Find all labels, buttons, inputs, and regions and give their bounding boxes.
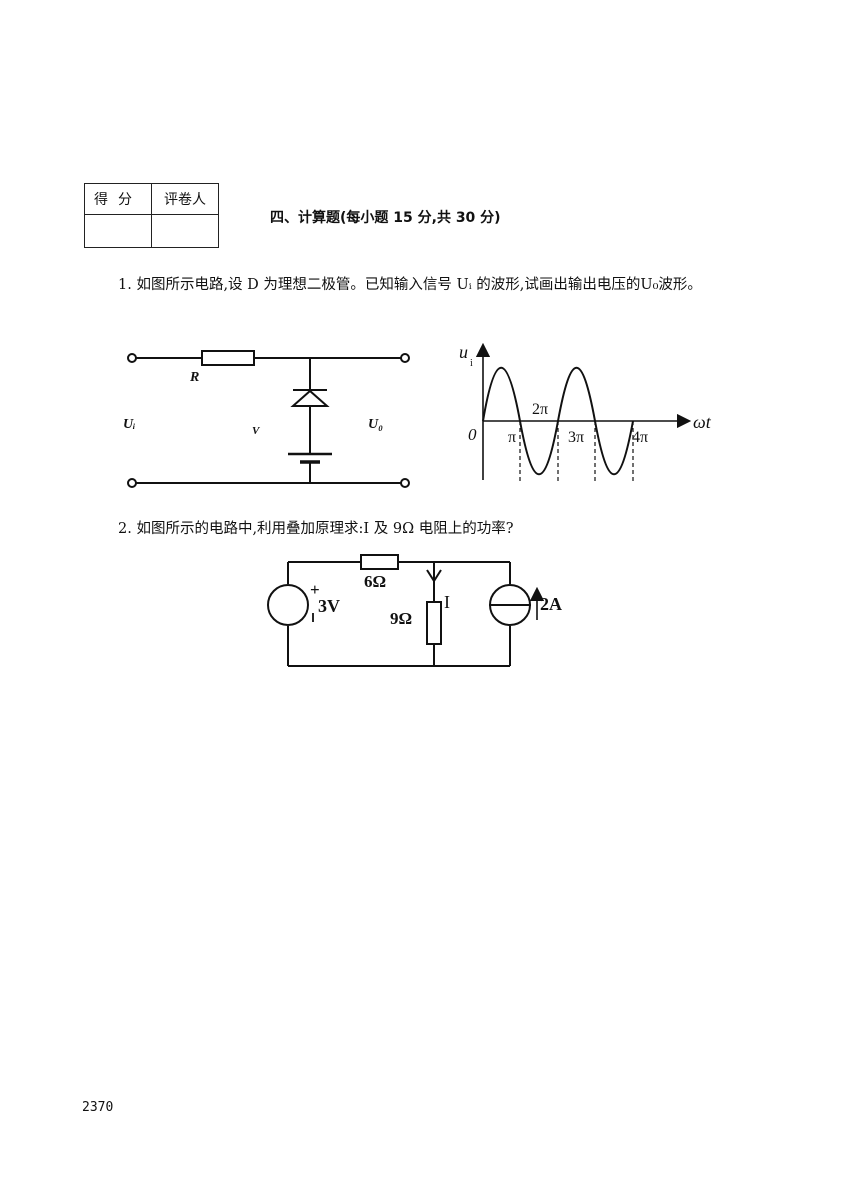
tick-label-pi: π — [508, 429, 516, 446]
grader-cell[interactable] — [151, 214, 219, 248]
tick-label-4pi: 4π — [632, 429, 648, 446]
y-axis-label: u — [459, 342, 468, 362]
current-source-label: 2A — [540, 594, 562, 614]
plus-sign: + — [310, 580, 320, 599]
tick-label-3pi: 3π — [568, 429, 584, 446]
score-cell[interactable] — [84, 214, 152, 248]
input-waveform-plot: u i 0 π 2π 3π 4π ωt — [459, 342, 712, 483]
x-axis-label: ωt — [693, 412, 712, 432]
score-table: 得分 评卷人 — [84, 183, 219, 248]
page-number: 2370 — [82, 1100, 114, 1115]
input-voltage-label: Uᵢ — [123, 417, 135, 432]
resistor-r-label: R — [189, 370, 199, 385]
tick-label-2pi: 2π — [532, 401, 548, 418]
superposition-circuit-diagram: 6Ω 9Ω I + 3V 2A — [267, 554, 562, 667]
score-header: 得分 — [84, 183, 152, 215]
diode-circuit-diagram: R Uᵢ V U₀ — [123, 350, 410, 488]
output-voltage-label: U₀ — [368, 417, 383, 432]
current-i-label: I — [444, 592, 450, 612]
resistor-9-ohm-label: 9Ω — [390, 609, 412, 628]
voltage-source-label: 3V — [318, 596, 340, 616]
y-axis-subscript: i — [470, 358, 473, 369]
origin-label: 0 — [468, 425, 477, 444]
diode-label: V — [252, 425, 261, 437]
question-1-text: 1. 如图所示电路,设 D 为理想二极管。已知输入信号 Uᵢ 的波形,试画出输出… — [118, 277, 702, 293]
current-direction-arrow — [426, 569, 442, 583]
grader-header: 评卷人 — [151, 183, 219, 215]
question-2-text: 2. 如图所示的电路中,利用叠加原理求:I 及 9Ω 电阻上的功率? — [118, 521, 514, 537]
resistor-6-ohm-label: 6Ω — [364, 572, 386, 591]
section-title: 四、计算题(每小题 15 分,共 30 分) — [270, 210, 501, 226]
